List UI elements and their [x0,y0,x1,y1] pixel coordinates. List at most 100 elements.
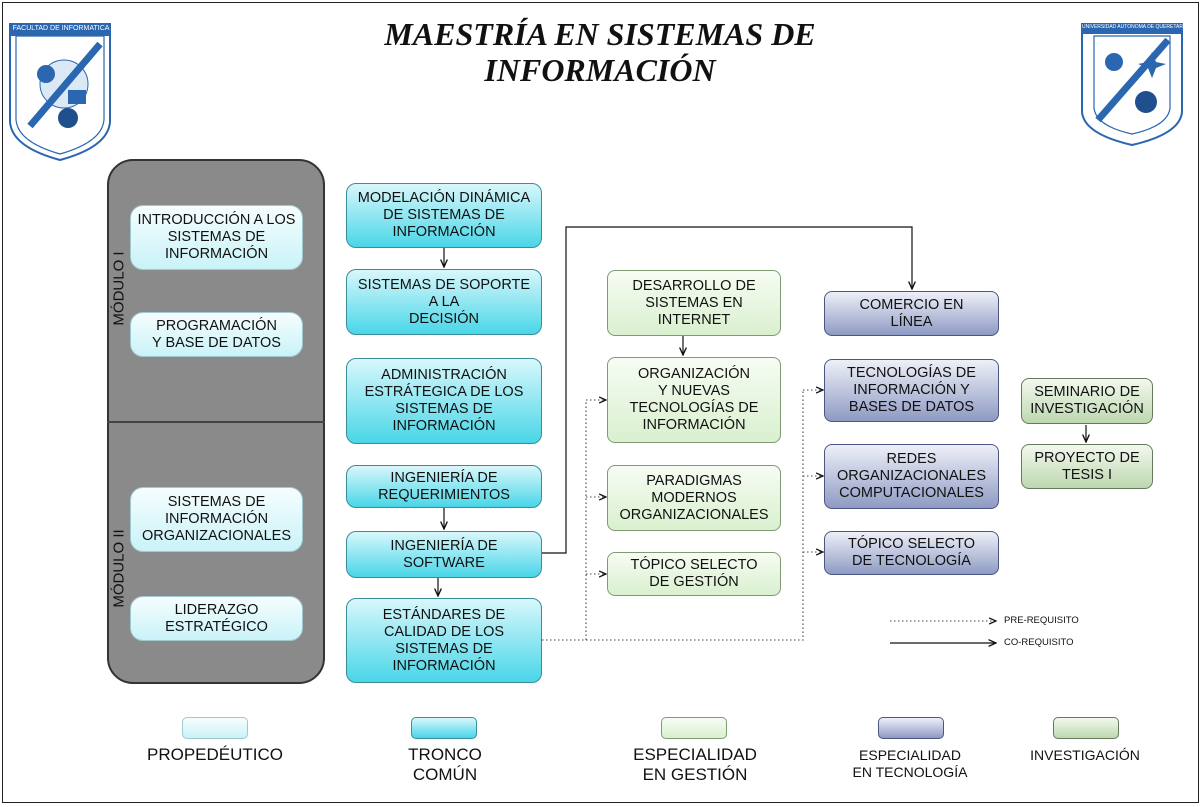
course-line: DE GESTIÓN [649,574,739,590]
faculty-logo [9,23,111,162]
faculty-logo-text: FACULTAD DE INFORMATICA [12,25,110,32]
course-line: DECISIÓN [408,310,480,327]
course-line: ORGANIZACIONALES [619,506,769,523]
university-logo [1081,23,1183,147]
course-line: INFORMACIÓN [392,224,496,240]
legend-swatch-gestion [661,717,727,739]
course-line: ESTÁNDARES DE [382,606,506,623]
course-line: INFORMACIÓN [164,246,269,262]
course-line: INFORMACIÓN [164,511,269,527]
course-line: TECNOLOGÍAS DE [629,400,759,416]
course-line: ESTRATÉGICO [165,618,268,635]
course-line: SISTEMAS DE [395,401,493,417]
course-line: TÓPICO SELECTO [847,536,976,552]
course-line: INGENIERÍA DE [390,469,498,486]
course-line: REQUERIMIENTOS [378,486,510,503]
course-line: SISTEMAS DE [167,229,266,245]
module-divider [107,421,325,423]
legend-prereq-label: PRE-REQUISITO [1004,615,1079,626]
legend-swatch-investigacion [1053,717,1119,739]
course-line: ADMINISTRACIÓN [381,367,507,383]
prereq-estandares-gestion [542,400,587,641]
course-line: MODERNOS [651,489,737,506]
course-line: SISTEMAS DE [167,494,266,510]
course-line: COMERCIO EN [859,296,964,313]
course-line: SEMINARIO DE [1034,384,1140,400]
course-line: DE SISTEMAS DE [383,207,505,223]
course-line: TÓPICO SELECTO [630,557,758,573]
legend-coreq-label: CO-REQUISITO [1004,637,1074,648]
course-line: INFORMACIÓN [392,657,496,674]
course-line: REDES [886,451,937,467]
course-line: Y NUEVAS [657,383,730,399]
course-line: Y BASE DE DATOS [152,334,281,351]
course-line: MODELACIÓN DINÁMICA [357,190,531,206]
course-line: INVESTIGACIÓN [1030,401,1144,417]
course-line: INFORMACIÓN Y [853,382,970,398]
legend-line: COMÚN [412,765,478,784]
title-line-2: INFORMACIÓN [484,52,716,88]
course-line: TECNOLOGÍAS DE [847,365,976,381]
course-line: SOFTWARE [403,554,485,571]
coreq-software-comercio [542,226,912,554]
course-line: PARADIGMAS [646,472,742,489]
course-line: DE TECNOLOGÍA [852,553,971,569]
course-line: SISTEMAS DE SOPORTE [357,276,531,293]
course-line: INFORMACIÓN [642,417,746,433]
course-line: TESIS I [1062,466,1112,483]
course-line: ORGANIZACIONALES [836,468,987,484]
course-line: INFORMACIÓN [392,418,496,434]
prereq-estandares-tecnologia [586,390,804,641]
university-logo-text: UNIVERSIDAD AUTONOMA DE QUERETARO [1082,24,1187,30]
course-line: ESTRÁTEGICA DE LOS [364,384,524,400]
course-line: PROGRAMACIÓN [156,317,277,334]
legend-line: TRONCO [408,745,482,764]
course-line: SISTEMAS DE [395,640,493,657]
course-line: CALIDAD DE LOS [383,623,505,640]
course-line: LIDERAZGO [174,601,259,618]
title-line-1: MAESTRÍA EN SISTEMAS DE [384,16,816,52]
legend-label-propedeutico: PROPEDÉUTICO [146,745,284,764]
course-line: INTERNET [657,311,731,328]
course-line: LÍNEA [890,313,933,330]
course-line: SISTEMAS EN [645,294,743,311]
legend-line: EN TECNOLOGÍA [852,764,968,780]
page-title: MAESTRÍA EN SISTEMAS DE INFORMACIÓN [300,16,900,88]
legend-label-investigacion: INVESTIGACIÓN [1030,747,1140,763]
course-line: COMPUTACIONALES [839,485,984,501]
legend-line: EN GESTIÓN [642,765,748,784]
legend-line: ESPECIALIDAD [633,745,757,764]
legend-swatch-tronco [411,717,477,739]
course-line: ORGANIZACIONALES [141,528,292,544]
course-line: INGENIERÍA DE [390,537,498,554]
course-line: DESARROLLO DE [632,277,756,294]
legend-line: ESPECIALIDAD [859,747,961,763]
course-line: ORGANIZACIÓN [638,366,750,382]
course-line: A LA [428,293,460,310]
course-line: PROYECTO DE [1034,449,1140,466]
